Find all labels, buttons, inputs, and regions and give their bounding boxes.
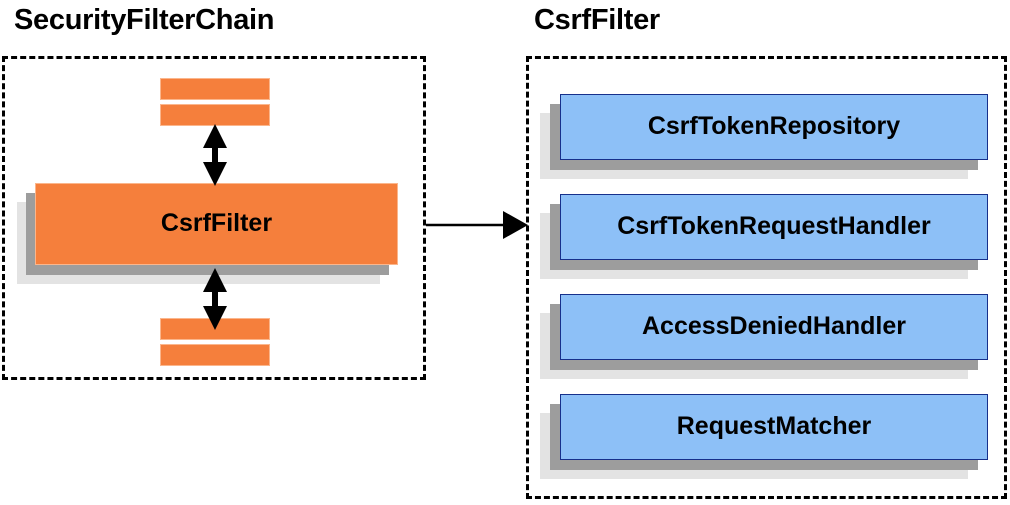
group-securityfilterchain <box>2 56 426 380</box>
group-csrffilter-collaborators <box>526 56 1007 499</box>
node-csrftokenrepository[interactable]: CsrfTokenRepository <box>560 94 988 160</box>
node-requestmatcher[interactable]: RequestMatcher <box>560 394 988 460</box>
page-title-csrffilter: CsrfFilter <box>534 4 660 36</box>
connector-arrow-right <box>426 211 528 239</box>
node-csrffilter[interactable]: CsrfFilter <box>35 183 398 265</box>
filter-bar-bottom-1 <box>160 318 270 340</box>
filter-bar-top-1 <box>160 78 270 100</box>
filter-bar-top-2 <box>160 104 270 126</box>
node-csrftokenrequesthandler[interactable]: CsrfTokenRequestHandler <box>560 194 988 260</box>
node-accessdeniedhandler[interactable]: AccessDeniedHandler <box>560 294 988 360</box>
filter-bar-bottom-2 <box>160 344 270 366</box>
page-title-securityfilterchain: SecurityFilterChain <box>14 4 275 36</box>
